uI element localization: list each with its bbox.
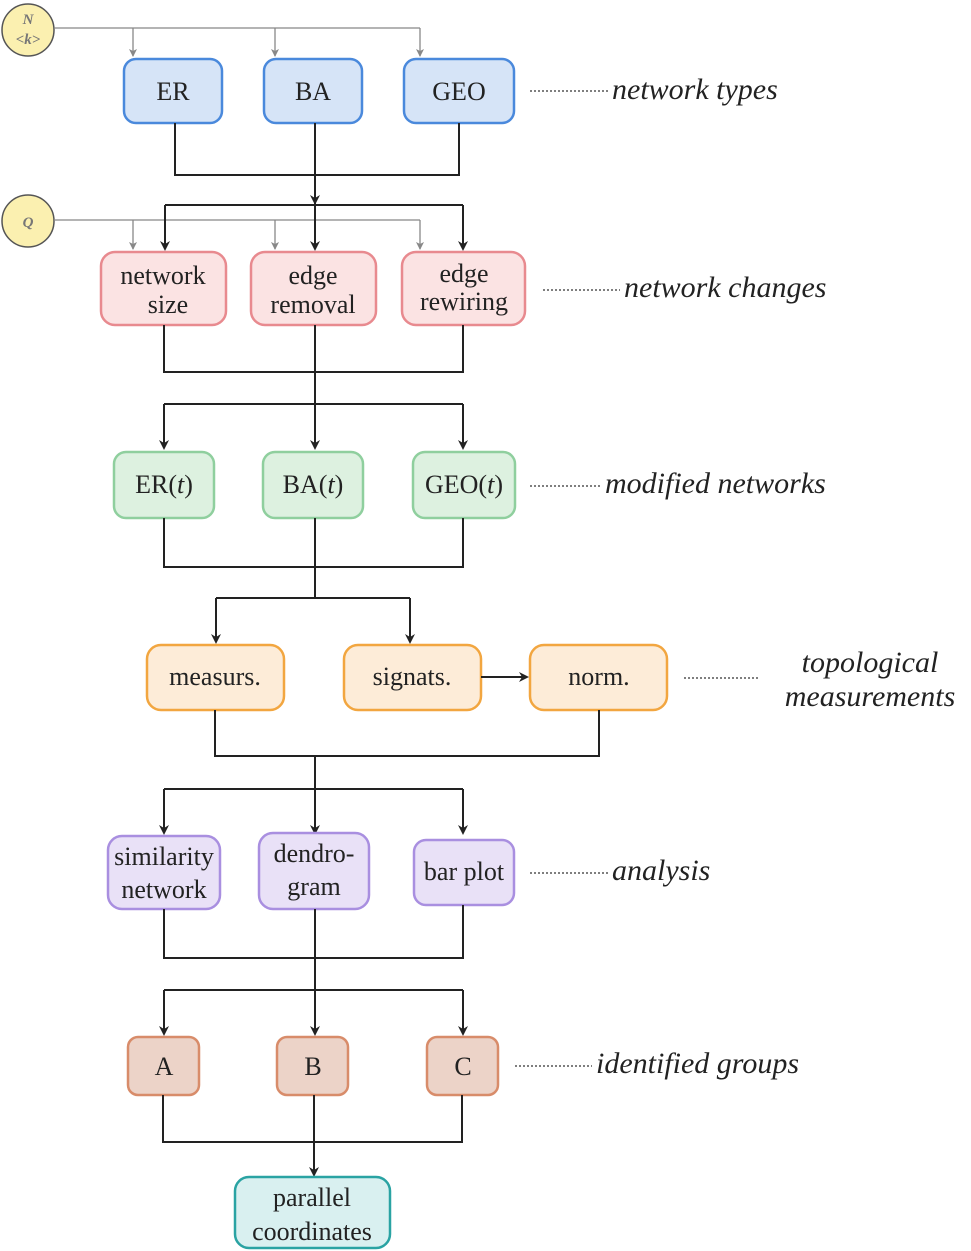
box-edge-removal: edge removal	[249, 250, 378, 327]
stage-label-topological-line1: topological	[802, 646, 939, 679]
box-similarity-line2: network	[121, 875, 206, 904]
stage-label-network-changes: network changes	[624, 271, 826, 304]
box-group-b: B	[275, 1035, 350, 1097]
param-connectors	[54, 27, 424, 250]
box-normalization: norm.	[528, 643, 669, 712]
box-ba: BA	[262, 57, 364, 125]
connector-measurements-to-analysis	[159, 710, 600, 835]
param-n-label: N	[22, 12, 35, 28]
param-circle	[1, 194, 55, 248]
box-edge-rewiring-line1: edge	[439, 259, 488, 288]
param-circle	[1, 3, 55, 57]
box-group-a-label: A	[155, 1052, 174, 1081]
box-er-t-prefix: ER(	[135, 470, 177, 499]
box-network-size-line2: size	[148, 290, 188, 319]
box-bar-plot-label: bar plot	[424, 857, 505, 886]
param-q-label: Q	[23, 215, 34, 231]
box-ba-t-label: BA(t)	[283, 470, 344, 499]
box-network-size: network size	[99, 250, 228, 327]
box-dendrogram-line1: dendro-	[274, 839, 355, 868]
box-er-t: ER(t)	[112, 450, 216, 520]
box-geo-t-label: GEO(t)	[425, 470, 503, 499]
box-geo-t-var: t	[487, 470, 495, 499]
box-edge-rewiring: edge rewiring	[400, 250, 527, 327]
param-k-label: <k>	[16, 32, 41, 48]
connector-analysis-to-groups	[159, 905, 468, 1036]
box-er-t-var: t	[177, 470, 185, 499]
box-parallel-line1: parallel	[273, 1183, 351, 1212]
box-group-a: A	[126, 1035, 201, 1097]
stage-label-identified-groups: identified groups	[596, 1047, 799, 1080]
box-ba-label: BA	[295, 77, 331, 106]
box-measurements-label: measurs.	[169, 662, 261, 691]
param-node-n-k: N <k>	[1, 3, 55, 57]
param-node-q: Q	[1, 194, 55, 248]
box-normalization-label: norm.	[568, 662, 629, 691]
box-edge-rewiring-line2: rewiring	[420, 287, 508, 316]
box-er-label: ER	[156, 77, 190, 106]
box-group-c-label: C	[454, 1052, 471, 1081]
box-geo-t-suffix: )	[494, 470, 503, 499]
box-group-b-label: B	[304, 1052, 321, 1081]
box-dendrogram-line2: gram	[287, 872, 340, 901]
box-geo-label: GEO	[432, 77, 485, 106]
box-signatures: signats.	[342, 643, 483, 712]
box-ba-t-var: t	[327, 470, 335, 499]
box-measurements: measurs.	[145, 643, 286, 712]
box-geo-t: GEO(t)	[411, 450, 517, 520]
box-er-t-label: ER(t)	[135, 470, 193, 499]
connector-modified-to-measurements	[163, 518, 464, 644]
stage-label-analysis: analysis	[612, 854, 710, 887]
box-ba-t-suffix: )	[335, 470, 344, 499]
box-signatures-label: signats.	[373, 662, 452, 691]
box-group-c: C	[425, 1035, 500, 1097]
box-parallel-coordinates: parallel coordinates	[233, 1175, 392, 1250]
box-edge-removal-line1: edge	[288, 261, 337, 290]
box-bar-plot: bar plot	[412, 838, 516, 907]
box-geo: GEO	[402, 57, 516, 125]
stage-label-network-types: network types	[612, 73, 778, 106]
box-ba-t: BA(t)	[261, 450, 365, 520]
stage-label-modified-networks: modified networks	[605, 467, 826, 500]
box-similarity-network: similarity network	[106, 834, 222, 911]
stage-label-topological-line2: measurements	[785, 680, 956, 713]
connector-groups-to-output	[162, 1095, 463, 1177]
box-ba-t-prefix: BA(	[283, 470, 328, 499]
connector-types-to-changes	[160, 123, 468, 251]
box-er: ER	[122, 57, 224, 125]
box-similarity-line1: similarity	[114, 842, 214, 871]
box-geo-t-prefix: GEO(	[425, 470, 487, 499]
box-dendrogram: dendro- gram	[257, 831, 371, 911]
box-edge-removal-line2: removal	[270, 290, 355, 319]
box-network-size-line1: network	[120, 261, 205, 290]
connector-changes-to-modified	[159, 325, 468, 450]
box-parallel-line2: coordinates	[252, 1217, 372, 1246]
box-er-t-suffix: )	[184, 470, 193, 499]
